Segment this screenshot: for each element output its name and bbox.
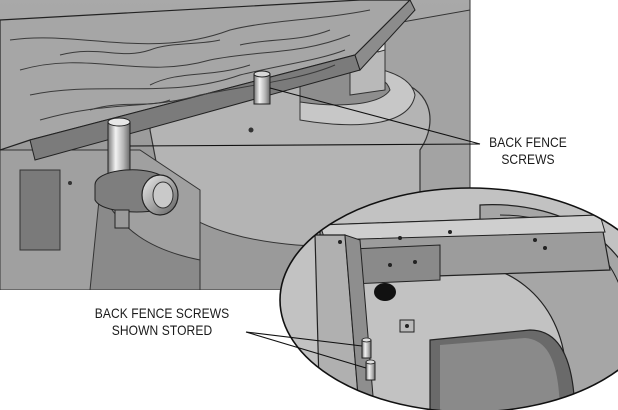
- stored-screws-inset: [280, 188, 618, 410]
- callout-stored-screws: BACK FENCE SCREWS SHOWN STORED: [76, 305, 248, 339]
- callout-line-2: SCREWS: [501, 151, 555, 167]
- inset-circle-outline: [279, 187, 618, 410]
- callout-line-1: BACK FENCE: [489, 134, 567, 150]
- screw-icon: [361, 337, 372, 359]
- fence-knob-icon: [94, 117, 179, 229]
- callout-back-fence-screws: BACK FENCE SCREWS: [476, 134, 579, 168]
- leader-lines: [129, 87, 481, 369]
- callout-line-2: SHOWN STORED: [111, 322, 213, 338]
- callout-line-1: BACK FENCE SCREWS: [94, 305, 230, 321]
- screw-icon: [365, 359, 376, 381]
- screw-icon: [253, 70, 271, 105]
